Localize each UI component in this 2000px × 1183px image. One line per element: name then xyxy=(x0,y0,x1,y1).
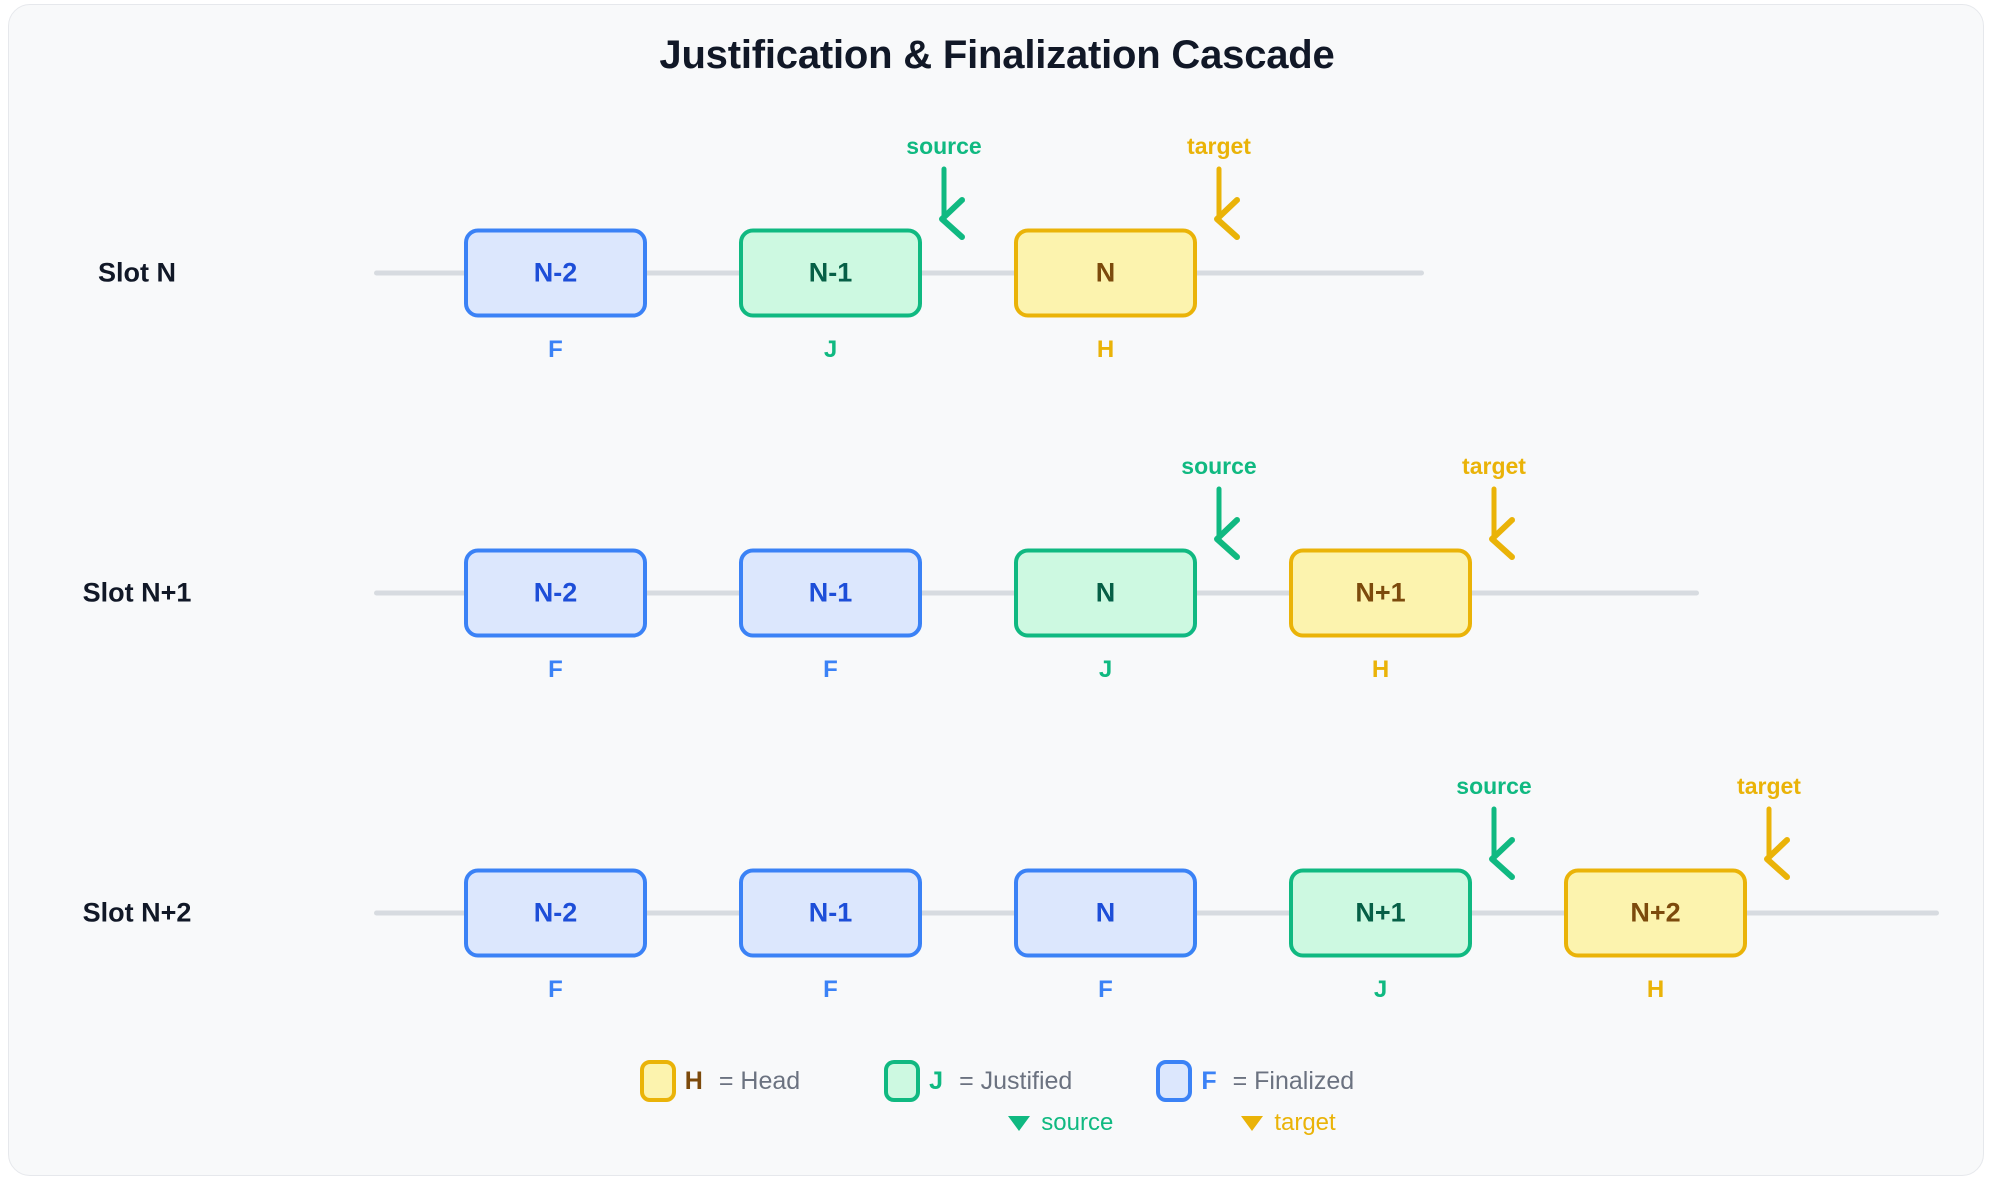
legend-marker-source: source xyxy=(1008,1109,1113,1137)
block-node[interactable]: N+2 xyxy=(1564,868,1747,958)
legend-states-row: H = Head J = Justified F = Finalized xyxy=(9,1053,1983,1109)
legend-key-f: F xyxy=(1201,1066,1217,1095)
node-state-label: F xyxy=(548,975,563,1003)
block-node[interactable]: N-2 xyxy=(464,228,647,318)
annotation-label-target: target xyxy=(1737,772,1801,799)
node-state-label: J xyxy=(1098,655,1113,683)
legend-swatch-h xyxy=(639,1060,676,1102)
legend-desc-h: = Head xyxy=(718,1066,801,1095)
legend-marker-target: target xyxy=(1241,1109,1336,1137)
block-node[interactable]: N-1 xyxy=(739,868,922,958)
node-state-label: F xyxy=(1098,975,1113,1003)
annotation-arrow-source-icon xyxy=(1214,486,1240,560)
legend-markers-row: source target xyxy=(9,1101,1983,1145)
legend-desc-f: = Finalized xyxy=(1232,1066,1355,1095)
node-state-label: F xyxy=(823,975,838,1003)
slot-label: Slot N+2 xyxy=(82,897,192,928)
node-state-label: F xyxy=(823,655,838,683)
block-node[interactable]: N-1 xyxy=(739,548,922,638)
annotation-label-source: source xyxy=(1181,452,1257,479)
node-state-label: H xyxy=(1646,975,1665,1003)
legend-desc-j: = Justified xyxy=(959,1066,1073,1095)
annotation-arrow-source-icon xyxy=(939,166,965,240)
legend-swatch-f xyxy=(1156,1060,1193,1102)
block-node[interactable]: N xyxy=(1014,228,1197,318)
annotation-label-source: source xyxy=(906,132,982,159)
slot-label: Slot N+1 xyxy=(82,577,192,608)
triangle-down-target-icon xyxy=(1241,1115,1264,1131)
slot-label: Slot N xyxy=(98,257,176,288)
block-node[interactable]: N xyxy=(1014,548,1197,638)
node-state-label: J xyxy=(823,335,838,363)
legend-key-j: J xyxy=(929,1066,944,1095)
annotation-arrow-target-icon xyxy=(1214,166,1240,240)
node-state-label: H xyxy=(1371,655,1390,683)
block-node[interactable]: N xyxy=(1014,868,1197,958)
block-node[interactable]: N-2 xyxy=(464,868,647,958)
node-state-label: J xyxy=(1373,975,1388,1003)
annotation-arrow-target-icon xyxy=(1764,806,1790,880)
legend-item-h: H = Head xyxy=(639,1060,801,1102)
legend-marker-label-target: target xyxy=(1274,1109,1336,1136)
legend-item-f: F = Finalized xyxy=(1156,1060,1354,1102)
node-state-label: H xyxy=(1096,335,1115,363)
annotation-arrow-source-icon xyxy=(1489,806,1515,880)
diagram-card: Justification & Finalization Cascade Slo… xyxy=(8,4,1984,1176)
legend-key-h: H xyxy=(684,1066,703,1095)
node-state-label: F xyxy=(548,335,563,363)
annotation-label-target: target xyxy=(1462,452,1526,479)
annotation-label-target: target xyxy=(1187,132,1251,159)
node-state-label: F xyxy=(548,655,563,683)
legend-item-j: J = Justified xyxy=(884,1060,1072,1102)
block-node[interactable]: N+1 xyxy=(1289,548,1472,638)
block-node[interactable]: N-1 xyxy=(739,228,922,318)
triangle-down-source-icon xyxy=(1008,1115,1031,1131)
legend-marker-label-source: source xyxy=(1041,1109,1114,1136)
page-title: Justification & Finalization Cascade xyxy=(659,33,1335,77)
annotation-label-source: source xyxy=(1456,772,1532,799)
annotation-arrow-target-icon xyxy=(1489,486,1515,560)
block-node[interactable]: N+1 xyxy=(1289,868,1472,958)
legend-swatch-j xyxy=(884,1060,921,1102)
block-node[interactable]: N-2 xyxy=(464,548,647,638)
